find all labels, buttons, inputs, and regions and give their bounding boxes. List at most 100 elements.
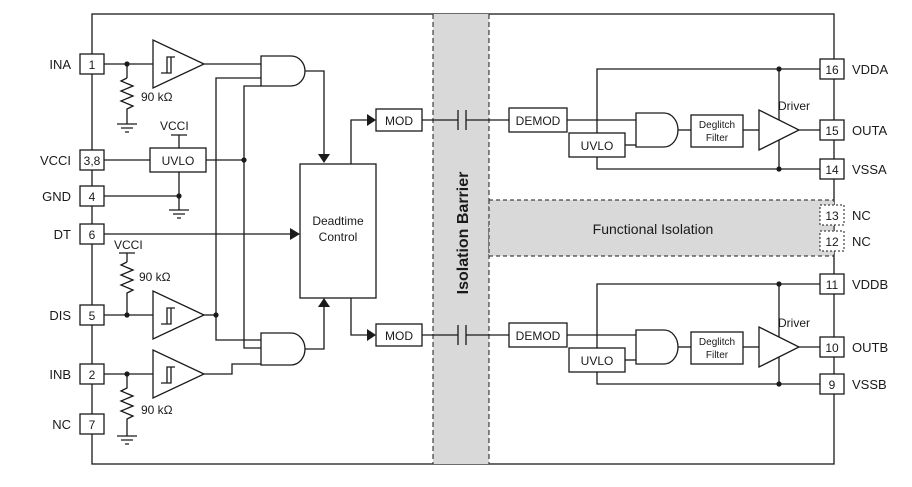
- isolation-barrier-label: Isolation Barrier: [455, 172, 472, 295]
- right-pin-9: 9 VSSB: [819, 373, 887, 395]
- demod-label-b: DEMOD: [516, 329, 561, 343]
- pin-number: 7: [89, 418, 96, 432]
- wire-and-a-dt: [305, 70, 325, 160]
- pin-name: NC: [852, 234, 871, 249]
- pin-name: VSSB: [852, 377, 887, 392]
- left-pin-2: 2 INB: [49, 363, 105, 385]
- pin-number: 9: [829, 378, 836, 392]
- right-pin-14: 14 VSSA: [819, 158, 887, 180]
- and-gate-a-right: [635, 112, 679, 148]
- hysteresis-icon-ina: [161, 56, 175, 74]
- deglitch-block-b: [690, 331, 744, 365]
- deglitch-block-a: [690, 114, 744, 148]
- wire-dis-and-b: [243, 85, 261, 160]
- right-pin-10: 10 OUTB: [819, 336, 888, 358]
- uvlo-input-block: [149, 147, 207, 173]
- pin-number: 5: [89, 309, 96, 323]
- vcci-label-top: VCCI: [160, 119, 189, 133]
- pin-number: 15: [825, 124, 839, 138]
- wire-dt-mod-a: [350, 119, 370, 164]
- resistor-label-dis: 90 kΩ: [139, 270, 171, 284]
- uvlo-label-a: UVLO: [581, 139, 614, 153]
- pin-number: 2: [89, 368, 96, 382]
- pin-number: 1: [89, 58, 96, 72]
- wire-vssa-rail: [596, 157, 820, 170]
- pin-number: 13: [825, 209, 839, 223]
- hysteresis-icon-inb: [161, 366, 175, 384]
- arrow-and-a-dt: [318, 154, 330, 163]
- left-pin-6: 6 DT: [54, 223, 105, 245]
- resistor-dis: [119, 261, 135, 315]
- isolation-barrier: [433, 14, 489, 464]
- deglitch-b-2: Filter: [706, 350, 729, 361]
- uvlo-label-b: UVLO: [581, 354, 614, 368]
- driver-label-a: Driver: [778, 99, 810, 113]
- ground-icon-ina: [117, 123, 137, 133]
- demod-label-a: DEMOD: [516, 114, 561, 128]
- functional-isolation-label: Functional Isolation: [593, 221, 714, 237]
- right-pin-12: 12 NC: [819, 230, 871, 252]
- right-pin-11: 11 VDDB: [819, 273, 888, 295]
- functional-isolation-band: [488, 199, 835, 257]
- hysteresis-icon-dis: [161, 307, 175, 325]
- resistor-label-bottom: 90 kΩ: [141, 403, 173, 417]
- left-pin-5: 5 DIS: [49, 304, 105, 326]
- pin-name: INA: [49, 57, 71, 72]
- wire-uvlo-down: [243, 160, 261, 349]
- pin-number: 11: [826, 278, 839, 292]
- junction-gnd: [176, 193, 182, 199]
- deadtime-label-2: Control: [319, 230, 358, 244]
- pin-name: GND: [42, 189, 71, 204]
- wire-vcci-dis: [119, 252, 135, 262]
- wire-vdda-rail: [596, 68, 820, 133]
- wire-vcci-uvlo-top: [171, 134, 187, 148]
- demod-block-a: [508, 107, 568, 133]
- junction-vddb: [776, 281, 782, 287]
- pin-name: VDDA: [852, 62, 888, 77]
- mod-label-b: MOD: [385, 329, 413, 343]
- schmitt-buffer-dis: [152, 289, 206, 341]
- junction-ina-res: [124, 61, 130, 67]
- pin-number: 6: [89, 228, 96, 242]
- pin-number: 10: [825, 341, 839, 355]
- demod-block-b: [508, 322, 568, 348]
- pin-number: 14: [825, 163, 839, 177]
- wire-buf-inb-and: [204, 363, 261, 375]
- left-pin-7: 7 NC: [52, 413, 105, 435]
- deglitch-a-2: Filter: [706, 133, 729, 144]
- vcci-label-dis: VCCI: [114, 238, 143, 252]
- wire-vddb-rail: [596, 283, 820, 348]
- deglitch-a-1: Deglitch: [699, 120, 735, 131]
- arrow-mod-b: [367, 329, 376, 341]
- deglitch-b-1: Deglitch: [699, 337, 735, 348]
- pin-name: DIS: [49, 308, 71, 323]
- capacitor-a: [457, 110, 467, 130]
- mod-label-a: MOD: [385, 114, 413, 128]
- arrow-mod-a: [367, 114, 376, 126]
- and-gate-b-left: [260, 332, 306, 366]
- left-pin-1: 1 INA: [49, 53, 105, 75]
- pin-number: 3,8: [84, 154, 101, 168]
- pin-name: OUTB: [852, 340, 888, 355]
- right-pin-13: 13 NC: [819, 204, 871, 226]
- pin-name: OUTA: [852, 123, 887, 138]
- pin-name: DT: [54, 227, 71, 242]
- pin-name: VDDB: [852, 277, 888, 292]
- schmitt-buffer-inb: [152, 348, 206, 400]
- left-pin-4: 4 GND: [42, 185, 105, 207]
- pin-name: VCCI: [40, 153, 71, 168]
- arrow-and-b-dt: [318, 298, 330, 307]
- wire-dis-bridge: [215, 315, 261, 341]
- resistor-label-top: 90 kΩ: [141, 90, 173, 104]
- junction-vdda: [776, 66, 782, 72]
- and-gate-b-right: [635, 329, 679, 365]
- junction-dis-res: [124, 312, 130, 318]
- ground-icon-main: [169, 209, 189, 219]
- deadtime-control-block: [299, 163, 377, 299]
- schmitt-buffer-ina: [152, 38, 206, 90]
- junction-vssa: [776, 166, 782, 172]
- ground-icon-inb: [117, 435, 137, 445]
- uvlo-input-label: UVLO: [162, 154, 195, 168]
- resistor-inb: [119, 374, 135, 436]
